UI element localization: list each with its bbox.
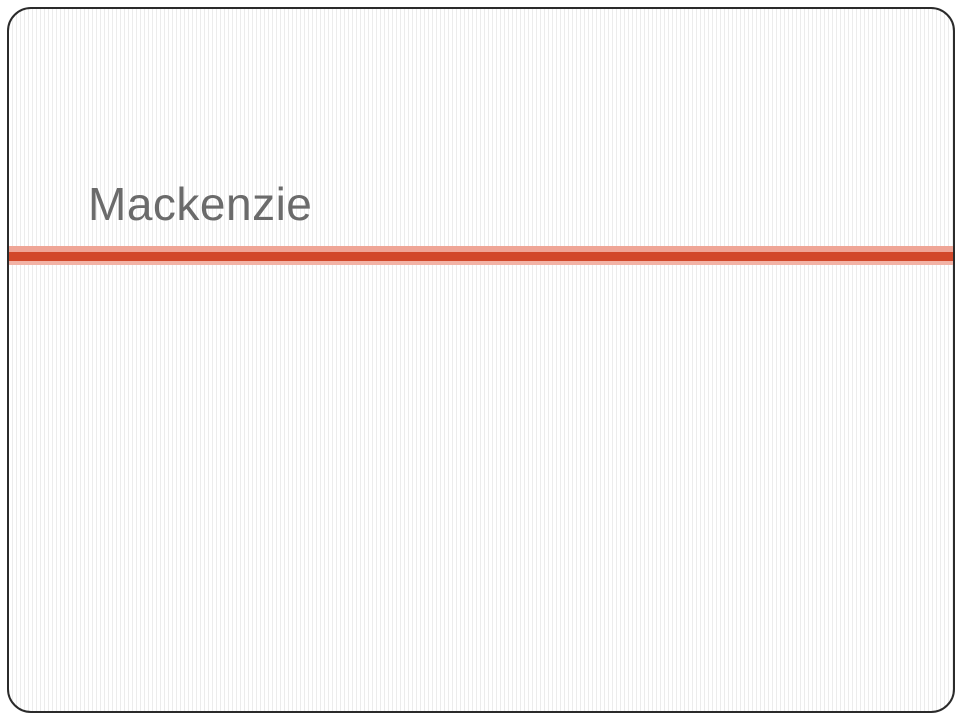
slide-title[interactable]: Mackenzie bbox=[88, 178, 313, 230]
slide-frame: Mackenzie bbox=[7, 7, 955, 713]
divider-accent-band bbox=[9, 252, 953, 261]
divider-highlight-top bbox=[9, 246, 953, 252]
title-divider bbox=[9, 246, 953, 266]
slide-content-placeholder[interactable] bbox=[88, 299, 878, 679]
divider-highlight-bottom bbox=[9, 261, 953, 265]
